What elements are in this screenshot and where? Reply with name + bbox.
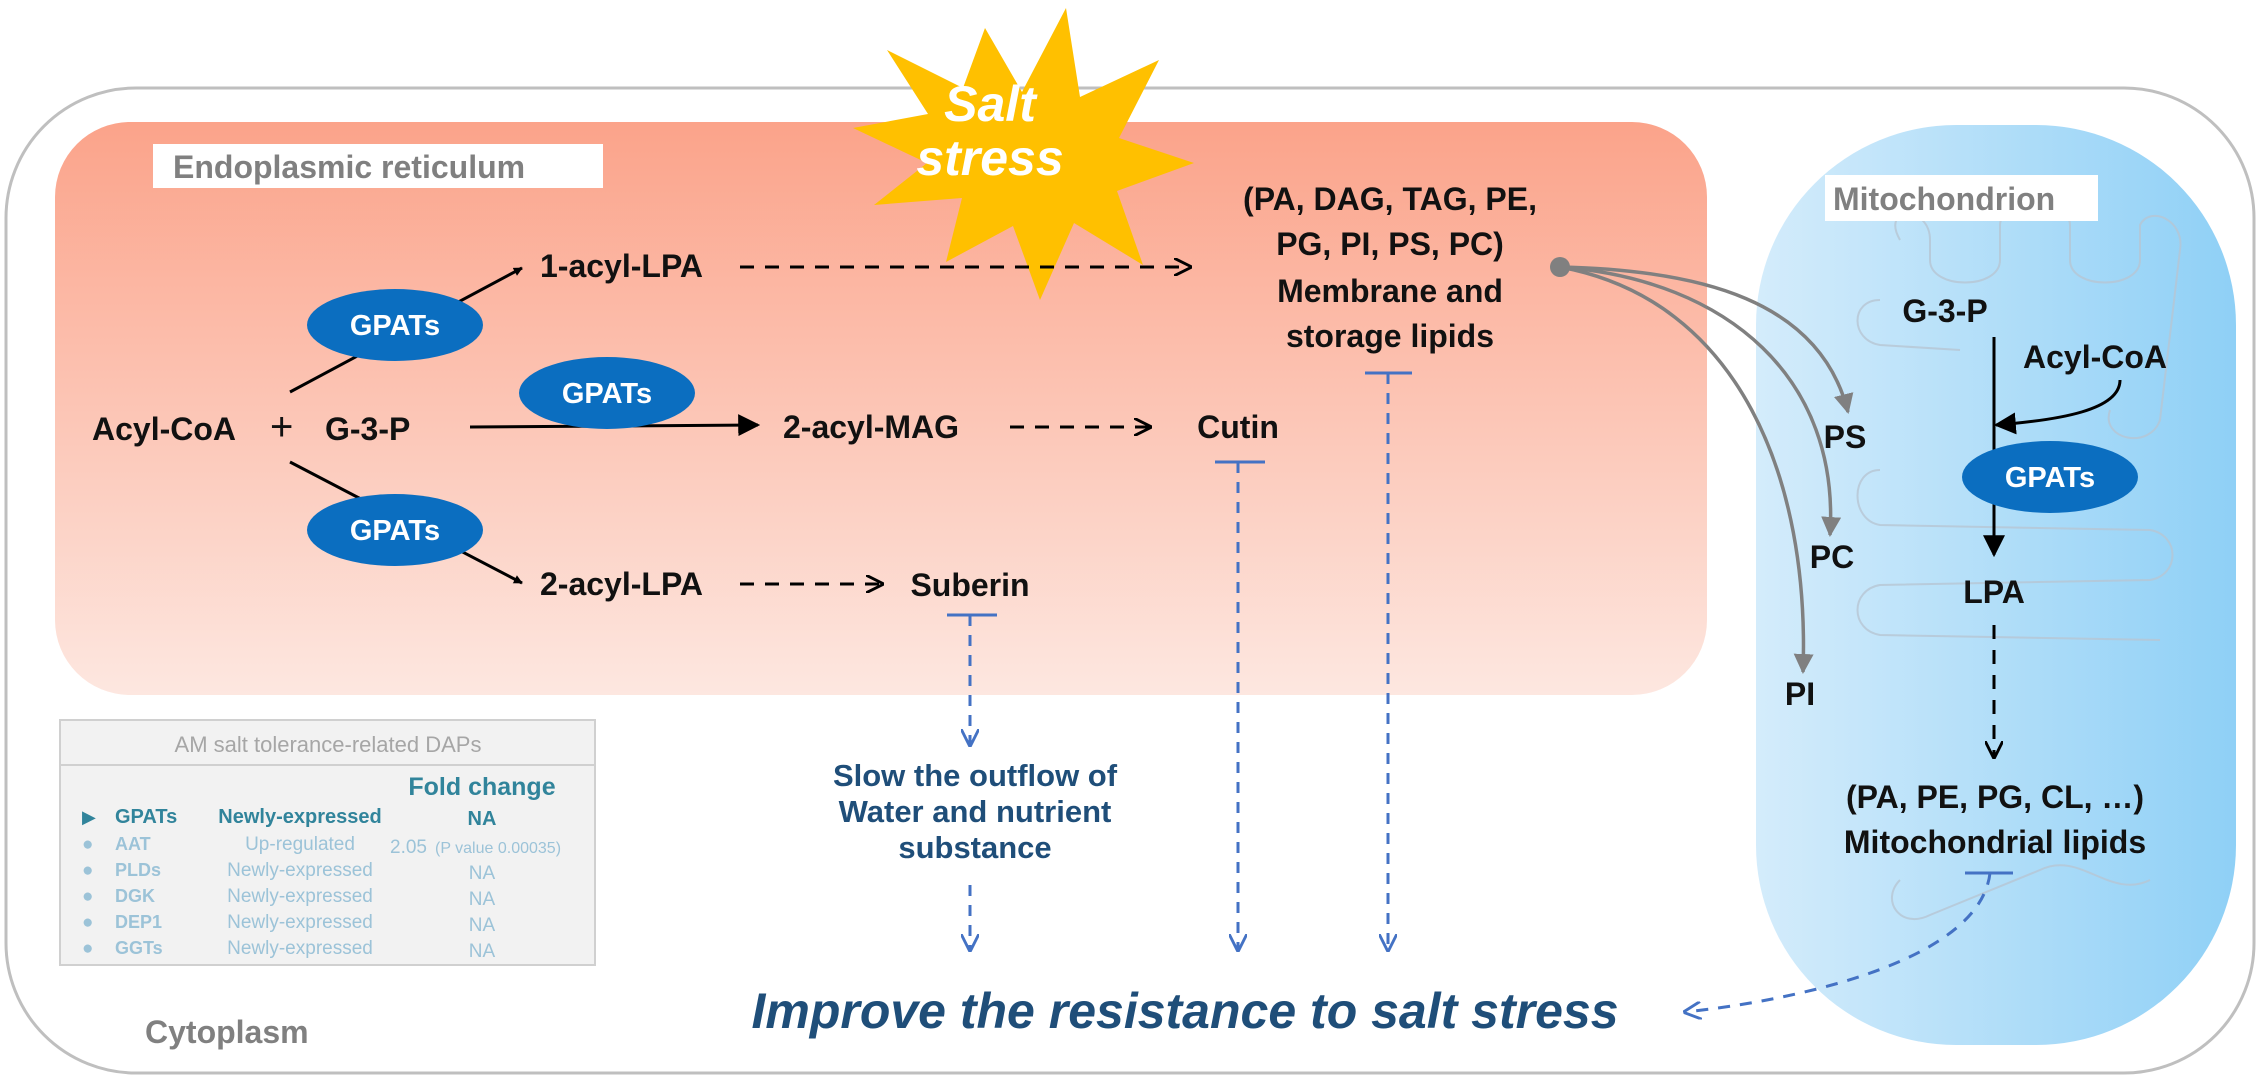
legend-marker-4: ● <box>82 886 93 907</box>
plus-sign: + <box>270 405 293 449</box>
legend-title: AM salt tolerance-related DAPs <box>175 732 482 757</box>
mito-lipids-line-2: Mitochondrial lipids <box>1844 824 2146 860</box>
pi-label: PI <box>1785 676 1815 712</box>
legend-row-aat: ● AAT Up-regulated 2.05 (P value 0.00035… <box>82 834 561 858</box>
gpats-enzyme-1 <box>307 289 483 361</box>
er-label-box <box>153 144 603 188</box>
legend-marker-1: ▶ <box>82 807 96 827</box>
mito-label-box <box>1825 175 2098 221</box>
cristae <box>1856 205 2182 921</box>
salt-stress-star <box>853 8 1194 300</box>
legend-name-2: AAT <box>115 834 151 854</box>
legend-status-4: Newly-expressed <box>227 886 373 907</box>
mito-label: Mitochondrion <box>1833 181 2055 217</box>
mito-gpats-enzyme <box>1962 441 2138 513</box>
cytoplasm-label: Cytoplasm <box>145 1014 309 1050</box>
1-acyl-lpa-label: 1-acyl-LPA <box>540 248 703 284</box>
gpats-enzyme-3 <box>307 494 483 566</box>
legend-fold-1: NA <box>468 808 497 830</box>
arrow-to-ps <box>1559 265 1854 414</box>
mito-gpats-label: GPATs <box>2005 462 2095 494</box>
2-acyl-lpa-label: 2-acyl-LPA <box>540 566 703 602</box>
cutin-label: Cutin <box>1197 409 1279 445</box>
mito-g3p-label: G-3-P <box>1902 293 1987 329</box>
arrow-to-pi <box>1559 265 1814 674</box>
mito-acyl-coa-label: Acyl-CoA <box>2023 339 2167 375</box>
ps-label: PS <box>1824 419 1867 455</box>
er-label: Endoplasmic reticulum <box>173 149 525 185</box>
legend-name-6: GGTs <box>115 938 163 958</box>
mito-lpa-label: LPA <box>1963 574 2025 610</box>
legend-row-dep1: ● DEP1 Newly-expressed NA <box>82 912 496 936</box>
legend-fold-2: 2.05 <box>390 837 427 858</box>
mito-effect-arrow <box>1685 872 1992 1012</box>
legend-marker-2: ● <box>82 834 93 855</box>
legend-marker-6: ● <box>82 938 93 959</box>
gpats-label-1: GPATs <box>350 310 440 342</box>
er-lipids-line-3: Membrane and <box>1277 273 1503 309</box>
legend-name-4: DGK <box>115 886 155 906</box>
er-lipids-line-1: (PA, DAG, TAG, PE, <box>1243 181 1537 217</box>
legend-fold-4: NA <box>469 889 496 910</box>
legend-row-dgk: ● DGK Newly-expressed NA <box>82 886 496 910</box>
mito-acyl-coa-arrow <box>1993 379 2122 435</box>
legend-status-2: Up-regulated <box>245 834 355 855</box>
legend-name-5: DEP1 <box>115 912 162 932</box>
legend-table <box>59 719 596 966</box>
legend-fold-6: NA <box>469 941 496 962</box>
legend-pvalue-2: (P value 0.00035) <box>435 840 561 857</box>
legend-marker-5: ● <box>82 912 93 933</box>
2-acyl-mag-label: 2-acyl-MAG <box>783 409 959 445</box>
arrow-to-pc <box>1559 265 1842 537</box>
salt-label-2: stress <box>916 130 1063 186</box>
legend-status-5: Newly-expressed <box>227 912 373 933</box>
legend-row-plds: ● PLDs Newly-expressed NA <box>82 860 496 884</box>
acyl-coa-label: Acyl-CoA <box>92 411 236 447</box>
salt-label-1: Salt <box>944 76 1038 132</box>
pc-label: PC <box>1810 539 1854 575</box>
er-lipids-line-2: PG, PI, PS, PC) <box>1276 226 1504 262</box>
legend-status-3: Newly-expressed <box>227 860 373 881</box>
gpats-label-2: GPATs <box>562 378 652 410</box>
legend-fold-5: NA <box>469 915 496 936</box>
mito-lipids-line-1: (PA, PE, PG, CL, …) <box>1846 779 2144 815</box>
er-compartment <box>55 122 1707 695</box>
final-outcome: Improve the resistance to salt stress <box>751 983 1618 1039</box>
slow-outflow-line-1: Slow the outflow of <box>833 758 1118 793</box>
gpats-enzyme-2 <box>519 357 695 429</box>
mitochondrion-compartment <box>1756 125 2236 1045</box>
suberin-label: Suberin <box>910 567 1029 603</box>
legend-fold-3: NA <box>469 863 496 884</box>
legend-name-1: GPATs <box>115 806 177 828</box>
legend-row-ggts: ● GGTs Newly-expressed NA <box>82 938 496 962</box>
slow-outflow-line-2: Water and nutrient <box>839 794 1112 829</box>
g3p-label: G-3-P <box>325 411 410 447</box>
legend-status-6: Newly-expressed <box>227 938 373 959</box>
legend-status-1: Newly-expressed <box>218 806 381 828</box>
legend-marker-3: ● <box>82 860 93 881</box>
legend-row-gpats: ▶ GPATs Newly-expressed NA <box>82 806 496 830</box>
er-lipids-line-4: storage lipids <box>1286 318 1494 354</box>
legend-name-3: PLDs <box>115 860 161 880</box>
gpats-label-3: GPATs <box>350 515 440 547</box>
legend-header-fold: Fold change <box>408 773 555 801</box>
slow-outflow-line-3: substance <box>898 830 1051 865</box>
